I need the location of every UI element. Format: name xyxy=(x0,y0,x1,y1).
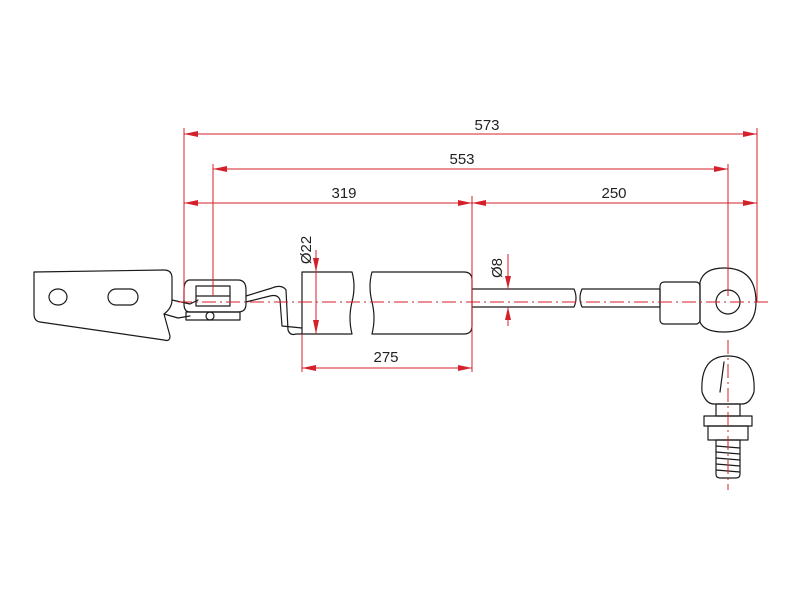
dimension-right-section: 250 xyxy=(472,185,757,206)
bracket-hole-left xyxy=(48,288,68,306)
gas-spring-assembly xyxy=(33,267,757,479)
dim-label-right-section: 250 xyxy=(601,185,626,202)
mounting-bracket xyxy=(33,269,199,342)
bracket-ball-joint xyxy=(183,279,247,321)
center-lines xyxy=(178,301,772,490)
extension-lines xyxy=(183,128,758,372)
dim-label-overall-length: 573 xyxy=(474,117,499,134)
dimension-left-section: 319 xyxy=(184,185,472,206)
dim-label-mount-to-eye: 553 xyxy=(449,151,474,168)
dim-label-cylinder-length: 275 xyxy=(373,349,398,366)
bracket-slot xyxy=(107,288,139,306)
dimension-rod-diameter: Ø8 xyxy=(489,254,511,326)
dim-label-cylinder-diameter: Ø22 xyxy=(298,236,315,264)
dimension-overall-length: 573 xyxy=(184,117,757,137)
dimension-cylinder-diameter: Ø22 xyxy=(298,236,319,334)
dimension-mount-to-eye: 553 xyxy=(213,151,728,172)
link-rod xyxy=(245,285,303,336)
dimension-cylinder-length: 275 xyxy=(302,349,472,371)
rod-end-sleeve xyxy=(659,281,701,325)
dim-label-rod-diameter: Ø8 xyxy=(489,258,506,278)
piston-rod xyxy=(471,288,661,308)
cylinder-body xyxy=(301,271,473,335)
dim-label-left-section: 319 xyxy=(331,185,356,202)
